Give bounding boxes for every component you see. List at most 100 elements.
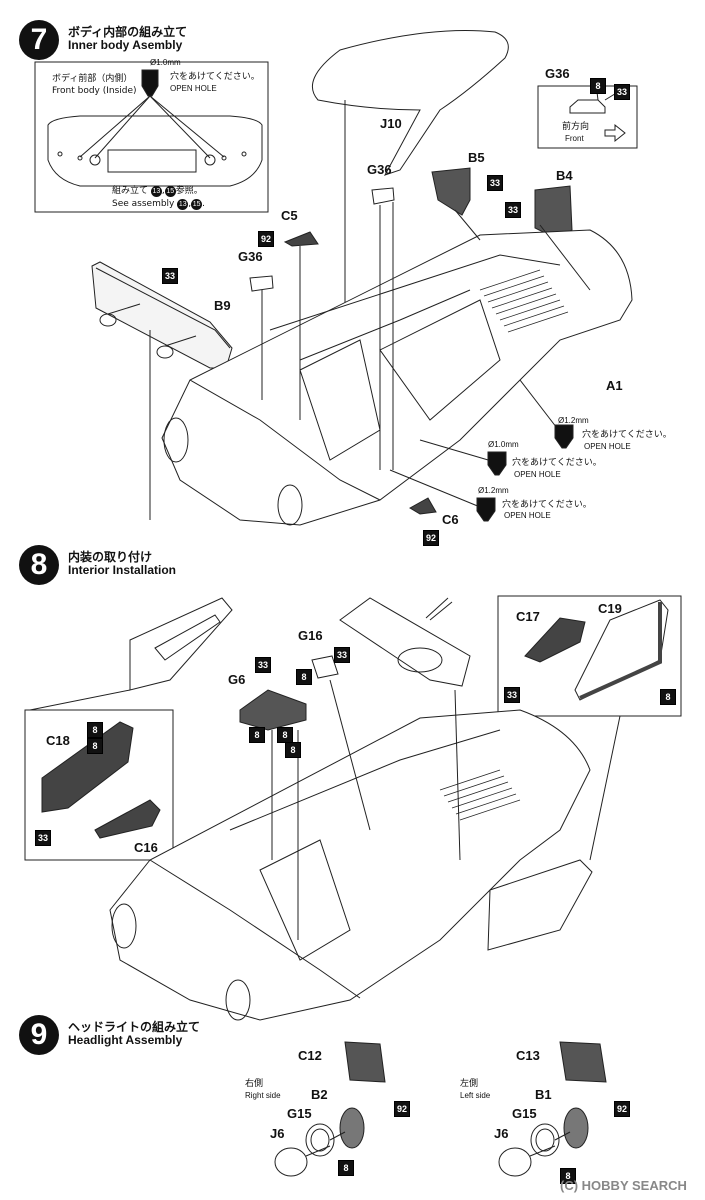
label-j6-left: J6 — [494, 1126, 509, 1141]
inset-front-body-jp: ボディ前部（内側） — [52, 74, 133, 84]
part-b1-shape — [563, 1107, 589, 1149]
front-body-inset-outline — [47, 115, 263, 187]
badge-33-c17: 33 — [504, 687, 520, 703]
hole-note-2-en: OPEN HOLE — [514, 470, 561, 479]
label-b4: B4 — [556, 168, 573, 183]
step-8-number: 8 — [19, 545, 59, 585]
badge-8-right: 8 — [338, 1160, 354, 1176]
badge-92-left: 92 — [614, 1101, 630, 1117]
part-c12-shape — [344, 1041, 386, 1083]
badge-33-b9: 33 — [162, 268, 178, 284]
badge-8-c19: 8 — [660, 689, 676, 705]
part-c19-shape — [574, 599, 669, 701]
see-assembly-en: See assembly 13,15. — [112, 199, 206, 210]
hole-note-1-en: OPEN HOLE — [584, 442, 631, 451]
part-c18-shape — [41, 721, 134, 813]
main-body-step7 — [161, 229, 633, 526]
badge-8-left: 8 — [560, 1168, 576, 1184]
step-9-title-en: Headlight Assembly — [68, 1033, 183, 1047]
hole-note-inset-en: OPEN HOLE — [170, 84, 217, 93]
part-j10-shape — [311, 29, 509, 176]
label-c19: C19 — [598, 601, 622, 616]
part-b5-shape — [431, 167, 471, 216]
part-j6-left-shape — [498, 1147, 532, 1177]
badge-92-c6: 92 — [423, 530, 439, 546]
hole-note-inset-jp: 穴をあけてください。 — [170, 72, 260, 82]
label-j10: J10 — [380, 116, 402, 131]
hole-note-1-jp: 穴をあけてください。 — [582, 430, 672, 440]
see-assembly-en-text: See assembly — [112, 199, 175, 209]
ref-15-badge-en: 15 — [191, 199, 203, 210]
front-body-grille — [107, 149, 197, 173]
part-b9-shape — [91, 261, 233, 369]
part-c13-shape — [559, 1041, 607, 1083]
label-b1: B1 — [535, 1087, 552, 1102]
label-c18: C18 — [46, 733, 70, 748]
hole-note-3-en: OPEN HOLE — [504, 511, 551, 520]
front-body-inset-frame — [34, 61, 269, 213]
label-a1: A1 — [606, 378, 623, 393]
label-g6: G6 — [228, 672, 246, 687]
label-c6: C6 — [442, 512, 459, 527]
badge-92-c5: 92 — [258, 231, 274, 247]
badge-33-g16: 33 — [334, 647, 350, 663]
badge-33-b5: 33 — [487, 175, 503, 191]
step-8-title-jp: 内装の取り付け — [68, 550, 153, 564]
part-c17-shape — [524, 617, 586, 663]
badge-8-g16: 8 — [296, 669, 312, 685]
label-j6-right: J6 — [270, 1126, 285, 1141]
inset-front-body-en: Front body (Inside) — [52, 86, 137, 96]
ref-15-badge: 15 — [164, 186, 176, 197]
label-g36-b: G36 — [238, 249, 263, 264]
side-panel-right — [487, 859, 593, 951]
step-7-title-jp: ボディ内部の組み立て — [68, 25, 188, 39]
step-9-number: 9 — [19, 1015, 59, 1055]
hole-note-2-jp: 穴をあけてください。 — [512, 458, 602, 468]
ref-13-badge-en: 13 — [177, 199, 189, 210]
watermark: (C) HOBBY SEARCH — [560, 1178, 687, 1193]
left-side-jp: 左側 — [460, 1079, 479, 1089]
part-g6-shape — [239, 689, 307, 731]
c18-inset-frame — [24, 709, 174, 861]
label-c13: C13 — [516, 1048, 540, 1063]
hole-diameter-inset: Ø1.0mm — [150, 58, 181, 67]
badge-8-c18-b: 8 — [87, 738, 103, 754]
badge-33-c16: 33 — [35, 830, 51, 846]
badge-8-g36: 8 — [590, 78, 606, 94]
part-b2-shape — [339, 1107, 365, 1149]
step-8-title-en: Interior Installation — [68, 563, 177, 577]
hole-diameter-3: Ø1.2mm — [478, 486, 509, 495]
drill-icon-inset — [141, 69, 159, 97]
steering-wheel — [397, 647, 443, 673]
see-assembly-jp-text: 組み立て — [112, 186, 149, 196]
c17-c19-inset-frame — [497, 595, 682, 717]
badge-33-b4: 33 — [505, 202, 521, 218]
watermark-text: HOBBY SEARCH — [581, 1178, 687, 1193]
label-g36-inset: G36 — [545, 66, 570, 81]
badge-8-c18-a: 8 — [87, 722, 103, 738]
part-c16-shape — [94, 799, 161, 839]
dashboard-shape — [339, 597, 471, 687]
part-b4-shape — [534, 185, 573, 239]
label-c16: C16 — [134, 840, 158, 855]
part-g15-left-shape — [530, 1123, 560, 1157]
watermark-mark: (C) — [560, 1178, 579, 1193]
part-c6-shape — [409, 497, 437, 515]
front-direction-en: Front — [565, 134, 584, 143]
label-g15-left: G15 — [512, 1106, 537, 1121]
label-g16: G16 — [298, 628, 323, 643]
part-g15-right-shape — [305, 1123, 335, 1157]
step-9-title-jp: ヘッドライトの組み立て — [68, 1020, 201, 1034]
right-side-jp: 右側 — [245, 1079, 264, 1089]
left-side-en: Left side — [460, 1091, 491, 1100]
badge-92-right: 92 — [394, 1101, 410, 1117]
label-c12: C12 — [298, 1048, 322, 1063]
label-b9: B9 — [214, 298, 231, 313]
badge-33-g6: 33 — [255, 657, 271, 673]
hole-diameter-2: Ø1.0mm — [488, 440, 519, 449]
part-j6-right-shape — [274, 1147, 308, 1177]
label-b5: B5 — [468, 150, 485, 165]
label-c5: C5 — [281, 208, 298, 223]
